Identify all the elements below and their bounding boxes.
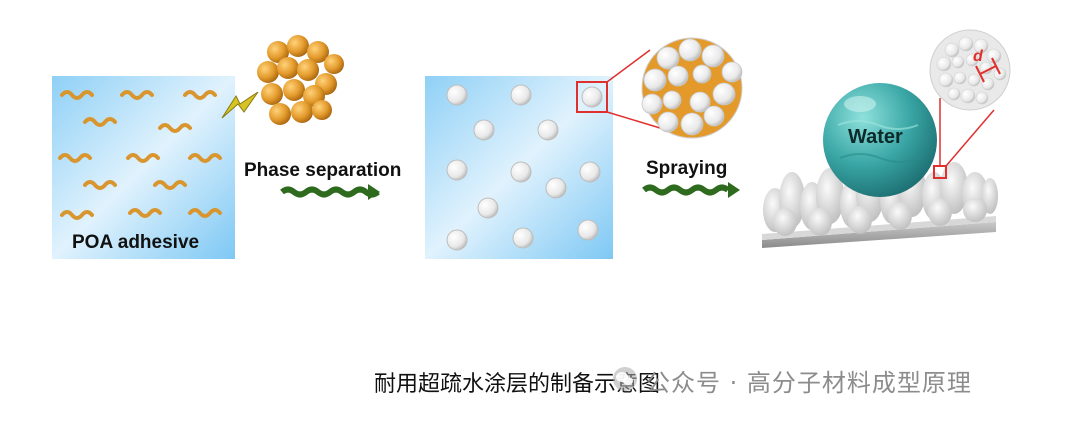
wechat-icon xyxy=(612,366,638,392)
orange-particle-cluster xyxy=(257,35,344,125)
phase-separated-panel xyxy=(425,76,613,259)
zoom-highlight-box xyxy=(576,81,608,113)
poa-panel xyxy=(52,76,235,259)
coating-roughness xyxy=(763,162,998,236)
spraying-arrow xyxy=(642,182,740,198)
callout-arrow xyxy=(221,91,259,119)
poa-adhesive-label: POA adhesive xyxy=(72,232,200,253)
phase-separation-label: Phase separation xyxy=(244,160,402,181)
zoomed-rough-particle xyxy=(929,29,1011,111)
phase-separation-arrow xyxy=(280,184,380,200)
spraying-label: Spraying xyxy=(646,158,728,179)
figure-caption: 耐用超疏水涂层的制备示意图 xyxy=(374,372,661,397)
diameter-label: d xyxy=(973,48,983,65)
polymer-chains xyxy=(58,90,222,220)
water-label: Water xyxy=(848,126,903,148)
zoomed-particle xyxy=(606,37,743,139)
white-particles xyxy=(446,84,603,251)
water-droplet xyxy=(823,83,937,197)
coated-surface xyxy=(762,29,1011,248)
watermark-text: 公众号 · 高分子材料成型原理 xyxy=(646,369,972,397)
